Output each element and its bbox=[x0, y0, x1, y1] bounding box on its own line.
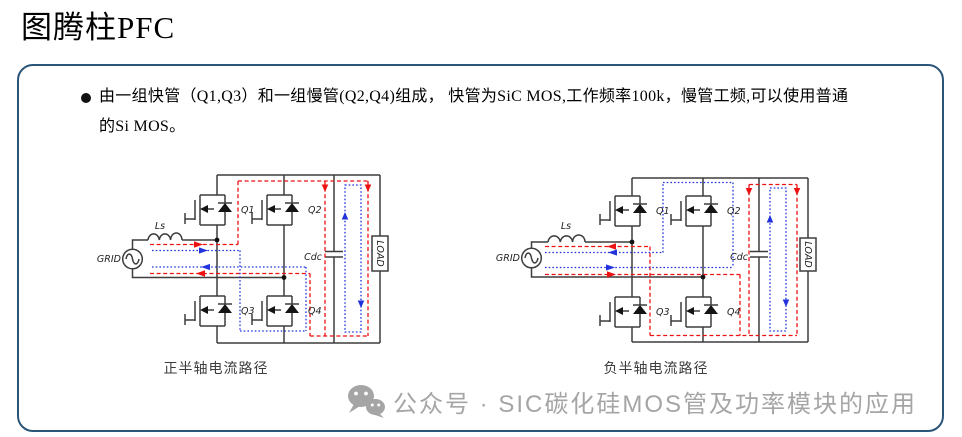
grid-label: GRID bbox=[97, 254, 121, 265]
mosfet-q1 bbox=[599, 190, 648, 232]
node-b-dot bbox=[281, 275, 287, 280]
mosfet-q4 bbox=[670, 291, 719, 333]
mosfet-q4 bbox=[251, 290, 300, 332]
cdc-label: Cdc bbox=[730, 252, 749, 263]
load-label: LOAD bbox=[374, 240, 385, 266]
ls-label: Ls bbox=[561, 221, 571, 232]
node-b-dot bbox=[700, 274, 706, 280]
grid-source-circle bbox=[520, 247, 543, 269]
bullet-line-2: 的Si MOS。 bbox=[99, 118, 186, 135]
right-diagram-caption: 负半轴电流路径 bbox=[603, 360, 709, 376]
positive-current-path-red bbox=[545, 183, 798, 337]
left-diagram-caption: 正半轴电流路径 bbox=[163, 360, 269, 376]
wires bbox=[530, 177, 809, 343]
grid-source-circle bbox=[121, 248, 144, 270]
wires bbox=[131, 174, 381, 344]
q1-label: Q1 bbox=[656, 206, 670, 217]
sine-wave-icon bbox=[524, 252, 539, 264]
blue-arrows bbox=[199, 212, 365, 308]
watermark: 公众号 · SIC碳化硅MOS管及功率模块的应用 bbox=[346, 383, 917, 419]
left-circuit-diagram: GRID Ls Q1 Q2 Q3 Q4 Cdc LOAD bbox=[97, 174, 389, 344]
node-a-dot bbox=[214, 237, 220, 243]
wechat-icon bbox=[348, 385, 385, 418]
left-circuit-wires bbox=[121, 174, 389, 344]
mosfet-q3 bbox=[184, 290, 233, 332]
node-a-dot bbox=[629, 239, 635, 245]
q2-label: Q2 bbox=[308, 205, 322, 216]
mosfet-q2 bbox=[251, 189, 300, 231]
bullet-text: 由一组快管（Q1,Q3）和一组慢管(Q2,Q4)组成， 快管为SiC MOS,工… bbox=[99, 82, 935, 142]
q1-label: Q1 bbox=[241, 205, 255, 216]
load-box bbox=[371, 235, 389, 272]
watermark-text: 公众号 · SIC碳化硅MOS管及功率模块的应用 bbox=[393, 390, 918, 418]
q4-label: Q4 bbox=[727, 307, 741, 318]
cdc-label: Cdc bbox=[304, 252, 323, 263]
mosfet-q3 bbox=[599, 291, 648, 333]
q3-label: Q3 bbox=[656, 307, 670, 318]
load-box bbox=[799, 237, 817, 272]
bullet-line-1: 由一组快管（Q1,Q3）和一组慢管(Q2,Q4)组成， 快管为SiC MOS,工… bbox=[99, 88, 849, 105]
page-title: 图腾柱PFC bbox=[21, 10, 176, 45]
grid-label: GRID bbox=[496, 253, 520, 264]
negative-current-path-blue bbox=[152, 184, 362, 333]
q4-label: Q4 bbox=[308, 306, 322, 317]
ls-label: Ls bbox=[155, 221, 165, 232]
right-circuit-diagram: GRID Ls Q1 Q2 Q3 Q4 Cdc LOAD bbox=[496, 177, 817, 343]
mosfet-q2 bbox=[670, 190, 719, 232]
mosfet-q1 bbox=[184, 189, 233, 231]
positive-current-path-red bbox=[150, 180, 369, 337]
blue-arrows bbox=[606, 215, 790, 307]
q3-label: Q3 bbox=[241, 306, 255, 317]
sine-wave-icon bbox=[125, 253, 140, 265]
right-circuit-wires bbox=[520, 177, 817, 343]
load-label: LOAD bbox=[802, 241, 813, 267]
negative-current-path-blue bbox=[545, 181, 787, 332]
q2-label: Q2 bbox=[727, 206, 741, 217]
bullet-marker bbox=[81, 93, 91, 103]
red-arrows bbox=[194, 184, 372, 277]
red-arrows bbox=[607, 188, 801, 278]
content-panel bbox=[17, 64, 944, 432]
